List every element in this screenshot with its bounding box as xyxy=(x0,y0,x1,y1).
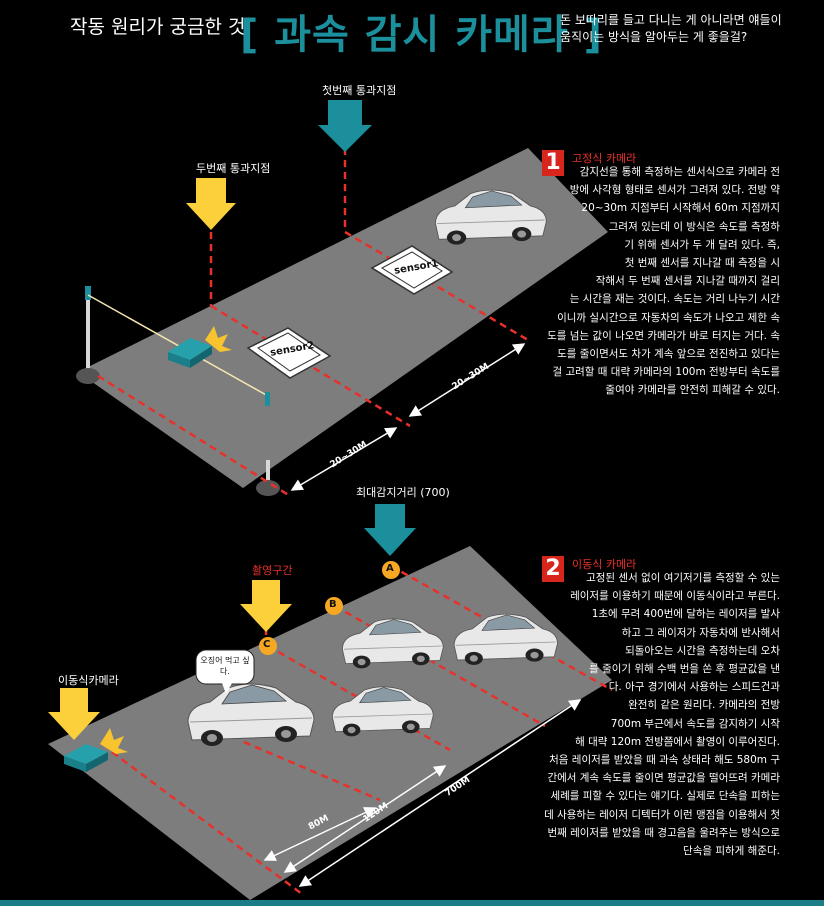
subtitle-line: 돈 보따리를 들고 다니는 게 아니라면 얘들이 xyxy=(560,13,782,27)
section2-body: 고정된 센서 없이 여기저기를 측정할 수 있는 레이저를 이용하기 때문에 이… xyxy=(540,569,780,860)
speech-bubble-text: 오징어 먹고 싶다. xyxy=(200,656,250,676)
page-title: [ 과속 감시 카메라 ] xyxy=(240,12,603,58)
section2-line: 되돌아오는 시간을 측정하는데 오차 xyxy=(625,644,780,657)
section-number-2: 2 xyxy=(542,556,564,582)
section1-body: 감지선을 통해 측정하는 센서식으로 카메라 전 방에 사각형 형태로 센서가 … xyxy=(540,163,780,400)
section2-line: 세례를 피할 수 있다는 얘기다. 실제로 단속을 피하는 xyxy=(550,790,780,803)
section2-line: 다. 아구 경기에서 사용하는 스피드건과 xyxy=(608,681,780,694)
marker-a: A xyxy=(386,563,394,574)
road-1 xyxy=(76,148,608,498)
section1-line: 방에 사각형 형태로 센서가 그려져 있다. 전방 약 xyxy=(569,184,780,197)
section1-line: 작해서 두 번째 센서를 지나갈 때까지 걸리 xyxy=(595,275,780,288)
marker-b: B xyxy=(329,599,337,610)
section2-line: 해 대략 120m 전방쯤에서 촬영이 이루어진다. xyxy=(575,735,780,748)
section2-line: 단속을 피하게 해준다. xyxy=(683,845,780,858)
section1-line: 20~30m 지점부터 시작해서 60m 지점까지 xyxy=(581,202,780,215)
section2-line: 레이저를 이용하기 때문에 이동식이라고 부른다. xyxy=(570,590,780,603)
road-2 xyxy=(48,546,613,900)
section2-line: 처음 레이저를 받았을 때 과속 상태라 해도 580m 구 xyxy=(549,754,780,767)
arrow-mobile-camera-icon xyxy=(48,688,100,740)
header-lead: 작동 원리가 궁금한 것 xyxy=(70,16,246,38)
section2-line: 간에서 계속 속도를 줄이면 평균값을 떨어뜨려 카메라 xyxy=(547,772,780,785)
section1-line: 걸 고려할 때 대략 카메라의 100m 전방부터 속도를 xyxy=(552,366,780,379)
shooting-zone-label: 촬영구간 xyxy=(252,564,293,577)
section1-line: 도를 넘는 값이 나오면 카메라가 바로 터지는 거다. 속 xyxy=(547,329,780,342)
mobile-camera-label: 이동식카메라 xyxy=(58,674,119,687)
section2-line: 완전히 같은 원리다. 카메라의 전방 xyxy=(628,699,780,712)
section1-line: 그려져 있는데 이 방식은 속도를 측정하 xyxy=(608,220,780,233)
section1-heading: 고정식 카메라 xyxy=(572,152,637,165)
arrow-second-point-icon xyxy=(186,178,236,230)
arrow-shooting-zone-icon xyxy=(240,580,292,632)
section2-heading: 이동식 카메라 xyxy=(572,558,637,571)
bottom-bar xyxy=(0,900,824,906)
section2-line: 를 줄이기 위해 수백 번을 쏜 후 평균값을 낸 xyxy=(589,663,780,676)
section2-line: 번째 레이저를 받았을 때 경고음을 울려주는 방식으로 xyxy=(547,826,780,839)
section1-line: 이니까 실시간으로 자동차의 속도가 나오고 제한 속 xyxy=(557,311,780,324)
section1-line: 줄여야 카메라를 안전히 피해갈 수 있다. xyxy=(605,384,780,397)
max-range-label: 최대감지거리 (700) xyxy=(356,486,450,499)
section2-line: 데 사용하는 레이저 디텍터가 이런 맹점을 이용해서 첫 xyxy=(544,808,780,821)
arrow-max-range-icon xyxy=(364,504,416,556)
arrow-first-point-icon xyxy=(318,100,372,152)
section2-line: 하고 그 레이저가 자동차에 반사해서 xyxy=(621,626,780,639)
section-number-1: 1 xyxy=(542,150,564,176)
section1-line: 기 위해 센서가 두 개 달려 있다. 즉, xyxy=(624,238,780,251)
second-point-label: 두번째 통과지점 xyxy=(196,162,271,175)
first-point-label: 첫번째 통과지점 xyxy=(322,84,397,97)
header-subtitle: 돈 보따리를 들고 다니는 게 아니라면 얘들이 움직이는 방식을 알아두는 게… xyxy=(560,12,820,46)
section1-line: 감지선을 통해 측정하는 센서식으로 카메라 전 xyxy=(579,166,780,178)
section2-line: 1초에 무려 400번에 달하는 레이저를 발사 xyxy=(591,608,780,621)
subtitle-line: 움직이는 방식을 알아두는 게 좋을걸? xyxy=(560,30,748,44)
section1-line: 는 시간을 재는 것이다. 속도는 거리 나누기 시간 xyxy=(569,293,780,306)
section2-line: 700m 부근에서 속도를 감지하기 시작 xyxy=(610,717,780,730)
section2-line: 고정된 센서 없이 여기저기를 측정할 수 있는 xyxy=(586,572,780,584)
marker-c: C xyxy=(263,639,271,650)
section1-line: 도를 줄이면서도 차가 계속 앞으로 전진하고 있다는 xyxy=(557,348,780,361)
section1-line: 첫 번째 센서를 지나갈 때 측정을 시 xyxy=(624,257,780,270)
